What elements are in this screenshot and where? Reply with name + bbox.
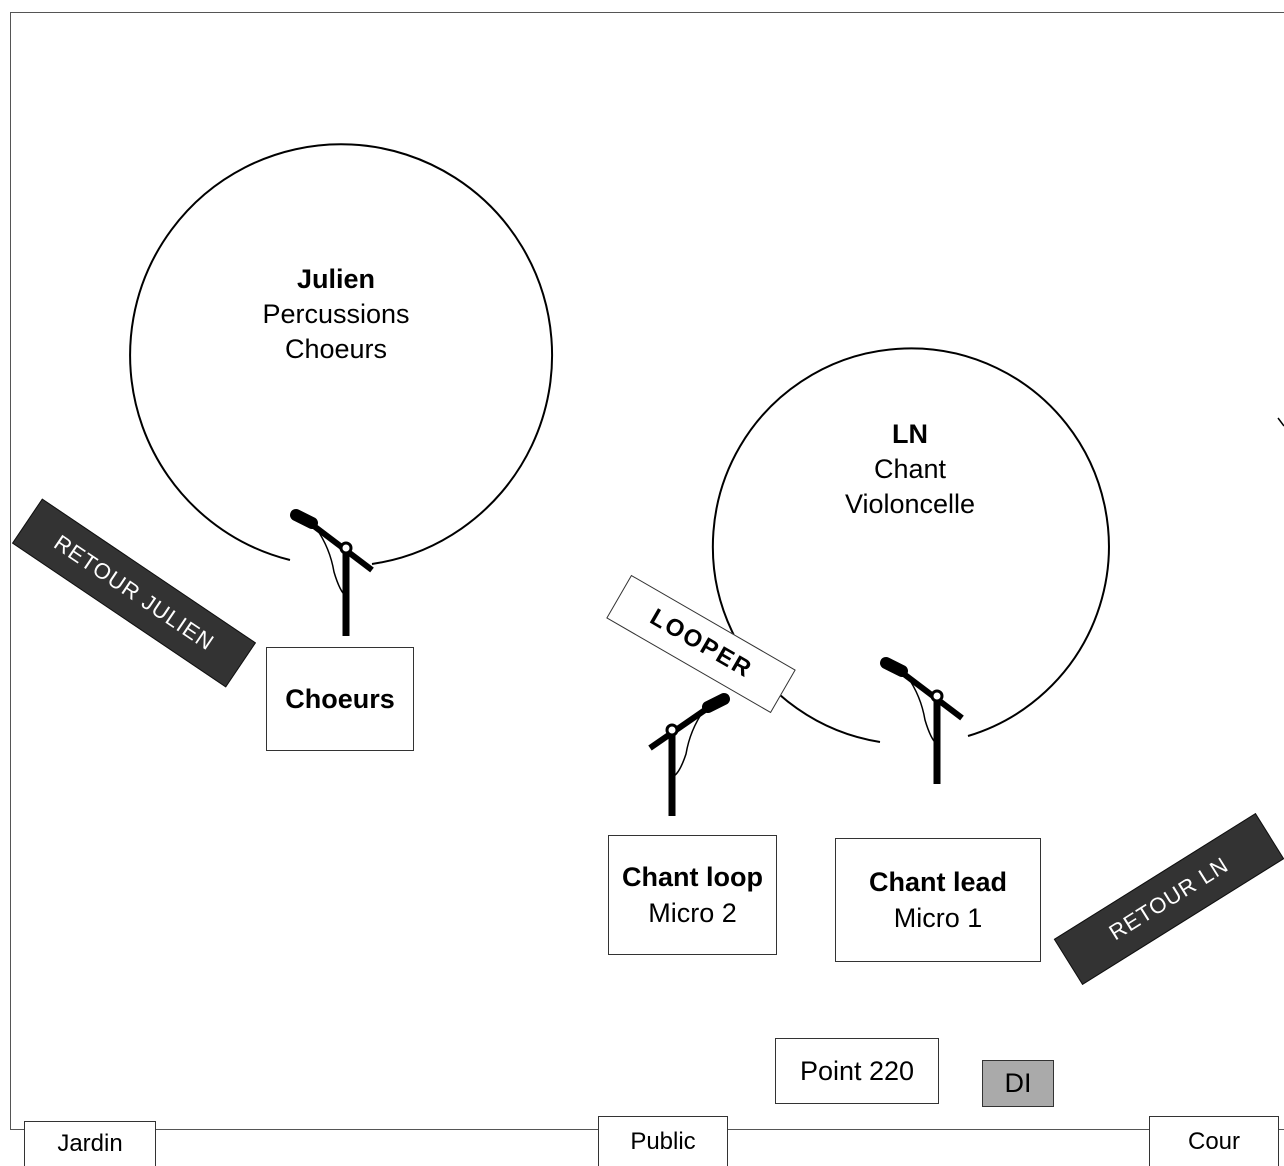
edge-label-jardin: Jardin [24,1121,156,1166]
chant-lead-sub: Micro 1 [893,903,983,933]
chant-loop-title: Chant loop [622,861,763,892]
point-220-box: Point 220 [775,1038,939,1104]
choeurs-title: Choeurs [285,683,395,714]
julien-name: Julien [296,264,376,294]
microphone-stand-icon [880,657,964,784]
ln-role-violoncelle: Violoncelle [844,489,976,520]
julien-label: Julien Percussions Choeurs [236,262,436,367]
chant-lead-title: Chant lead [868,866,1008,897]
point-220-label: Point 220 [799,1055,915,1086]
chant-loop-sub: Micro 2 [648,898,737,928]
edge-label-cour: Cour [1149,1116,1279,1166]
julien-area-circle [129,143,554,565]
microphone-stand-icon [648,693,730,816]
julien-role-choeurs: Choeurs [284,334,388,365]
microphone-stand-icon [290,509,374,636]
choeurs-box: Choeurs [266,647,414,751]
chant-loop-box: Chant loop Micro 2 [608,835,777,955]
julien-role-percussions: Percussions [262,299,410,330]
edge-mark [1277,417,1284,427]
chant-lead-box: Chant lead Micro 1 [835,838,1041,962]
ln-role-chant: Chant [873,454,947,485]
di-box: DI [982,1060,1054,1107]
ln-name: LN [892,419,928,449]
edge-label-public: Public [598,1116,728,1166]
ln-label: LN Chant Violoncelle [810,417,1010,522]
